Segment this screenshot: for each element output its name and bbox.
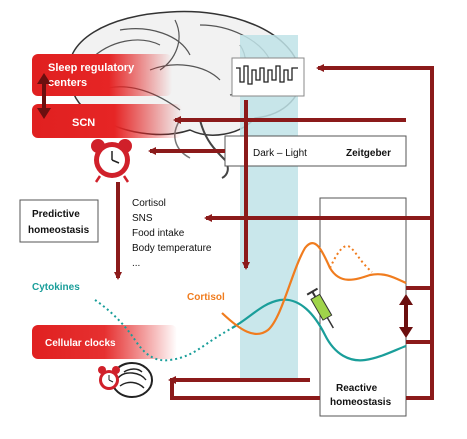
predictive-label-2: homeostasis xyxy=(28,225,90,236)
zeitgeber-box: Dark – Light Zeitgeber xyxy=(224,135,407,167)
scn-box: SCN xyxy=(32,104,182,138)
scn-label: SCN xyxy=(72,117,95,129)
sleep-regulatory-label-2: centers xyxy=(48,77,87,89)
reactive-double-arrow xyxy=(399,294,413,338)
cortisol-curve-solid xyxy=(221,242,407,336)
eeg-trace-icon xyxy=(231,57,305,97)
small-alarm-clock-icon xyxy=(98,366,120,390)
dark-light-label: Dark – Light xyxy=(253,148,307,159)
predictive-label-1: Predictive xyxy=(32,209,80,220)
cytokines-curve-dotted xyxy=(94,299,233,362)
cytokines-label: Cytokines xyxy=(32,282,80,293)
cell-icon xyxy=(111,362,153,398)
output-cortisol: Cortisol xyxy=(132,198,166,209)
cellular-clocks-box: Cellular clocks xyxy=(32,325,177,359)
output-sns: SNS xyxy=(132,213,153,224)
zeitgeber-label: Zeitgeber xyxy=(346,148,391,159)
reactive-label-1: Reactive xyxy=(336,383,378,394)
feedback-arrows xyxy=(114,64,434,400)
cortisol-curve-dotted xyxy=(329,244,373,273)
sleep-scn-double-arrow xyxy=(37,73,51,119)
reactive-label-2: homeostasis xyxy=(330,397,392,408)
predictive-homeostasis-box: Predictive homeostasis xyxy=(19,199,99,243)
outputs-list: Cortisol SNS Food intake Body temperatur… xyxy=(132,198,212,269)
sleep-regulatory-centers-box: Sleep regulatory centers xyxy=(32,54,172,96)
cortisol-curve-label: Cortisol xyxy=(187,292,225,303)
cellular-clocks-label: Cellular clocks xyxy=(45,338,116,349)
sleep-regulatory-label-1: Sleep regulatory xyxy=(48,62,135,74)
alarm-clock-icon xyxy=(91,139,132,183)
reactive-homeostasis-box: Reactive homeostasis xyxy=(319,197,407,417)
cytokines-curve-solid xyxy=(231,298,407,362)
output-food-intake: Food intake xyxy=(132,228,185,239)
syringe-icon xyxy=(306,287,334,329)
output-body-temperature: Body temperature xyxy=(132,243,212,254)
output-ellipsis: ... xyxy=(132,258,140,269)
